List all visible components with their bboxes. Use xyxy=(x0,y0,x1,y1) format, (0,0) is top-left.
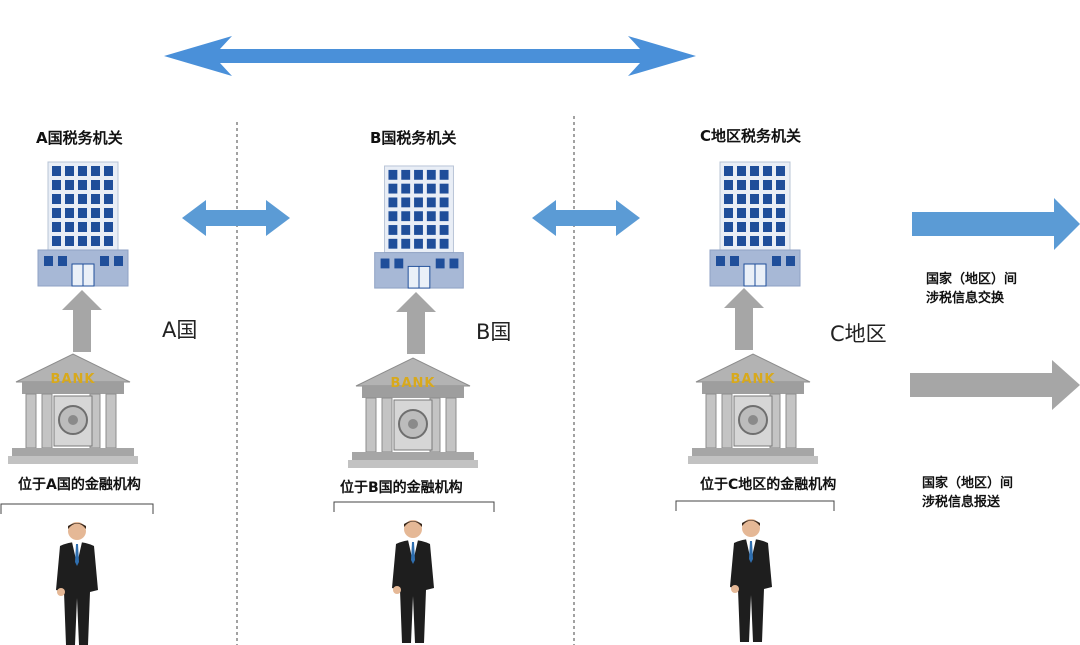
bracket-c xyxy=(675,500,835,511)
exchange-arrow-bc xyxy=(532,200,640,236)
report-arrow-c xyxy=(724,288,764,350)
institution-label-a: 位于A国的金融机构 xyxy=(18,477,141,493)
bank-icon-a xyxy=(8,353,138,464)
legend-report-line1: 国家（地区）间 xyxy=(922,476,1014,491)
bank-icon-c xyxy=(688,353,818,464)
legend-exchange-text: 国家（地区）间 涉税信息交换 xyxy=(926,270,1017,308)
report-arrow-b xyxy=(396,292,436,354)
bank-sign-c: BANK xyxy=(730,372,776,387)
person-icon-b xyxy=(392,520,434,643)
separator-right xyxy=(573,116,575,645)
legend-exchange-arrow xyxy=(912,198,1080,250)
bank-icon-b xyxy=(348,357,478,468)
bracket-a xyxy=(0,503,154,514)
tax-office-building-icon-a xyxy=(37,161,129,287)
country-label-c: C地区 xyxy=(830,322,887,346)
legend-exchange-line1: 国家（地区）间 xyxy=(926,272,1018,287)
legend-exchange-line2: 涉税信息交换 xyxy=(926,291,1005,306)
bank-c: BANK xyxy=(688,352,818,464)
bank-sign-a: BANK xyxy=(50,372,96,387)
bank-a: BANK xyxy=(8,352,138,464)
report-arrow-a xyxy=(62,290,102,352)
exchange-arrow-ab xyxy=(182,200,290,236)
legend-report-text: 国家（地区）间 涉税信息报送 xyxy=(922,474,1013,512)
authority-title-c: C地区税务机关 xyxy=(700,127,802,145)
legend-report-arrow xyxy=(910,360,1080,410)
bank-sign-b: BANK xyxy=(390,376,436,391)
institution-label-c: 位于C地区的金融机构 xyxy=(700,477,837,493)
bank-b: BANK xyxy=(348,356,478,468)
top-double-arrow xyxy=(164,36,696,76)
person-icon-a xyxy=(56,522,98,645)
legend-report-line2: 涉税信息报送 xyxy=(922,495,1001,510)
country-label-b: B国 xyxy=(476,320,512,344)
authority-title-b: B国税务机关 xyxy=(370,129,457,147)
tax-office-building-icon-b xyxy=(374,165,464,289)
bracket-b xyxy=(333,501,495,512)
authority-title-a: A国税务机关 xyxy=(36,129,123,147)
tax-office-building-icon-c xyxy=(709,161,801,287)
institution-label-b: 位于B国的金融机构 xyxy=(340,480,463,496)
person-icon-c xyxy=(730,519,772,642)
country-label-a: A国 xyxy=(162,318,198,342)
